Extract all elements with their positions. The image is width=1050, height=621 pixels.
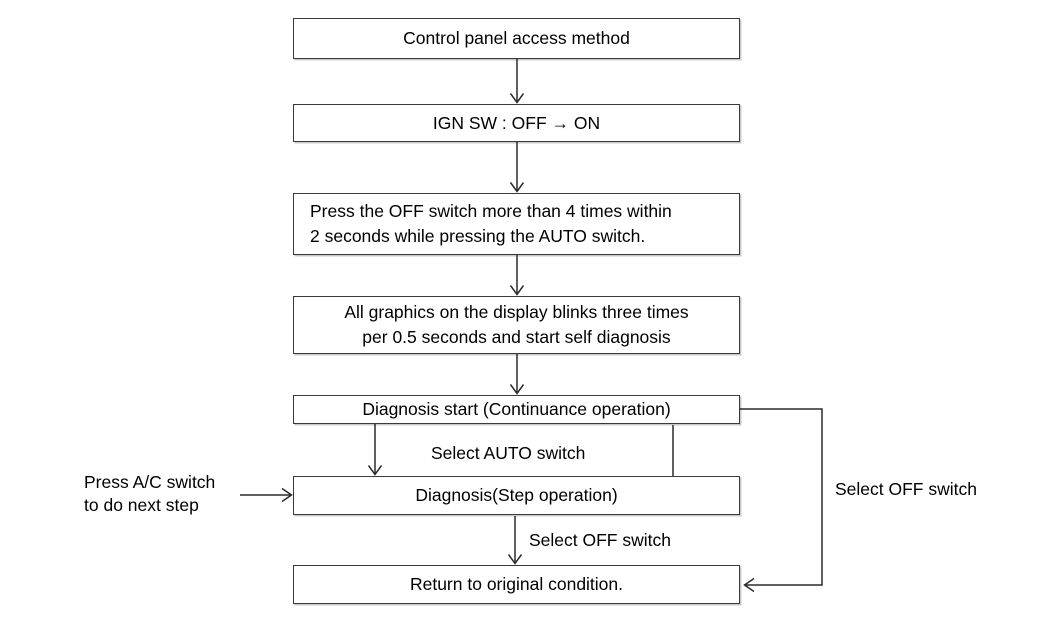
node-label: All graphics on the display blinks three… [344,302,689,347]
node-label: IGN SW : OFF → ON [432,112,601,133]
node-diagnosis-step-operation: Diagnosis(Step operation) [293,476,740,515]
edge-label-select-off-switch-right: Select OFF switch [835,479,977,499]
node-label: Control panel access method [403,28,630,48]
arrow-node5-to-node6-select-auto [367,424,383,476]
arrow-node2-to-node3 [509,142,525,193]
node-label: Diagnosis(Step operation) [415,485,618,505]
arrow-node3-to-node4 [509,255,525,296]
node-ign-sw-off-on: IGN SW : OFF → ON [293,104,740,142]
edge-label-select-off-switch-middle: Select OFF switch [529,530,671,550]
arrow-press-ac-switch-into-node6 [240,487,293,503]
node-label: Diagnosis start (Continuance operation) [362,399,671,419]
node-label: Press the OFF switch more than 4 times w… [310,201,672,246]
edge-label-press-ac-switch-to-do-next-step: Press A/C switch to do next step [84,472,216,515]
node-label: Return to original condition. [409,574,624,594]
arrow-node5-to-node7-right-loop-select-off [740,408,823,593]
node-return-to-original-condition: Return to original condition. [293,565,740,604]
node-graphics-blink-start-self-diagnosis: All graphics on the display blinks three… [293,296,740,354]
arrow-node1-to-node2 [509,59,525,104]
arrow-node6-to-node5-return-up [672,425,674,476]
node-press-off-switch-4-times: Press the OFF switch more than 4 times w… [293,193,740,255]
edge-label-select-auto-switch: Select AUTO switch [431,443,586,463]
node-control-panel-access-method: Control panel access method [293,18,740,59]
node-diagnosis-start-continuance-operation: Diagnosis start (Continuance operation) [293,395,740,424]
arrow-node6-to-node7-select-off [507,516,523,565]
arrow-node4-to-node5 [509,354,525,395]
